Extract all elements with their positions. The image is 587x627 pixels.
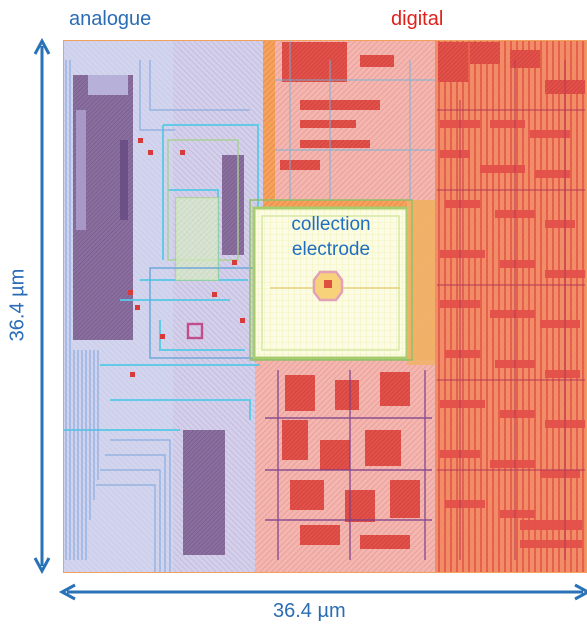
- analogue-label: analogue: [69, 8, 152, 30]
- collection-label-line1: collection: [291, 214, 371, 235]
- height-dimension-arrow: [33, 37, 51, 575]
- height-dimension-label: 36.4 µm: [6, 268, 29, 342]
- width-dimension-label: 36.4 µm: [273, 600, 346, 622]
- digital-label: digital: [391, 8, 444, 30]
- width-dimension-arrow: [58, 583, 587, 601]
- collection-label-line2: electrode: [291, 239, 371, 260]
- collection-electrode-label: collection electrode: [246, 212, 416, 262]
- analogue-capacitor: [183, 430, 225, 555]
- chip-layout: [63, 40, 587, 573]
